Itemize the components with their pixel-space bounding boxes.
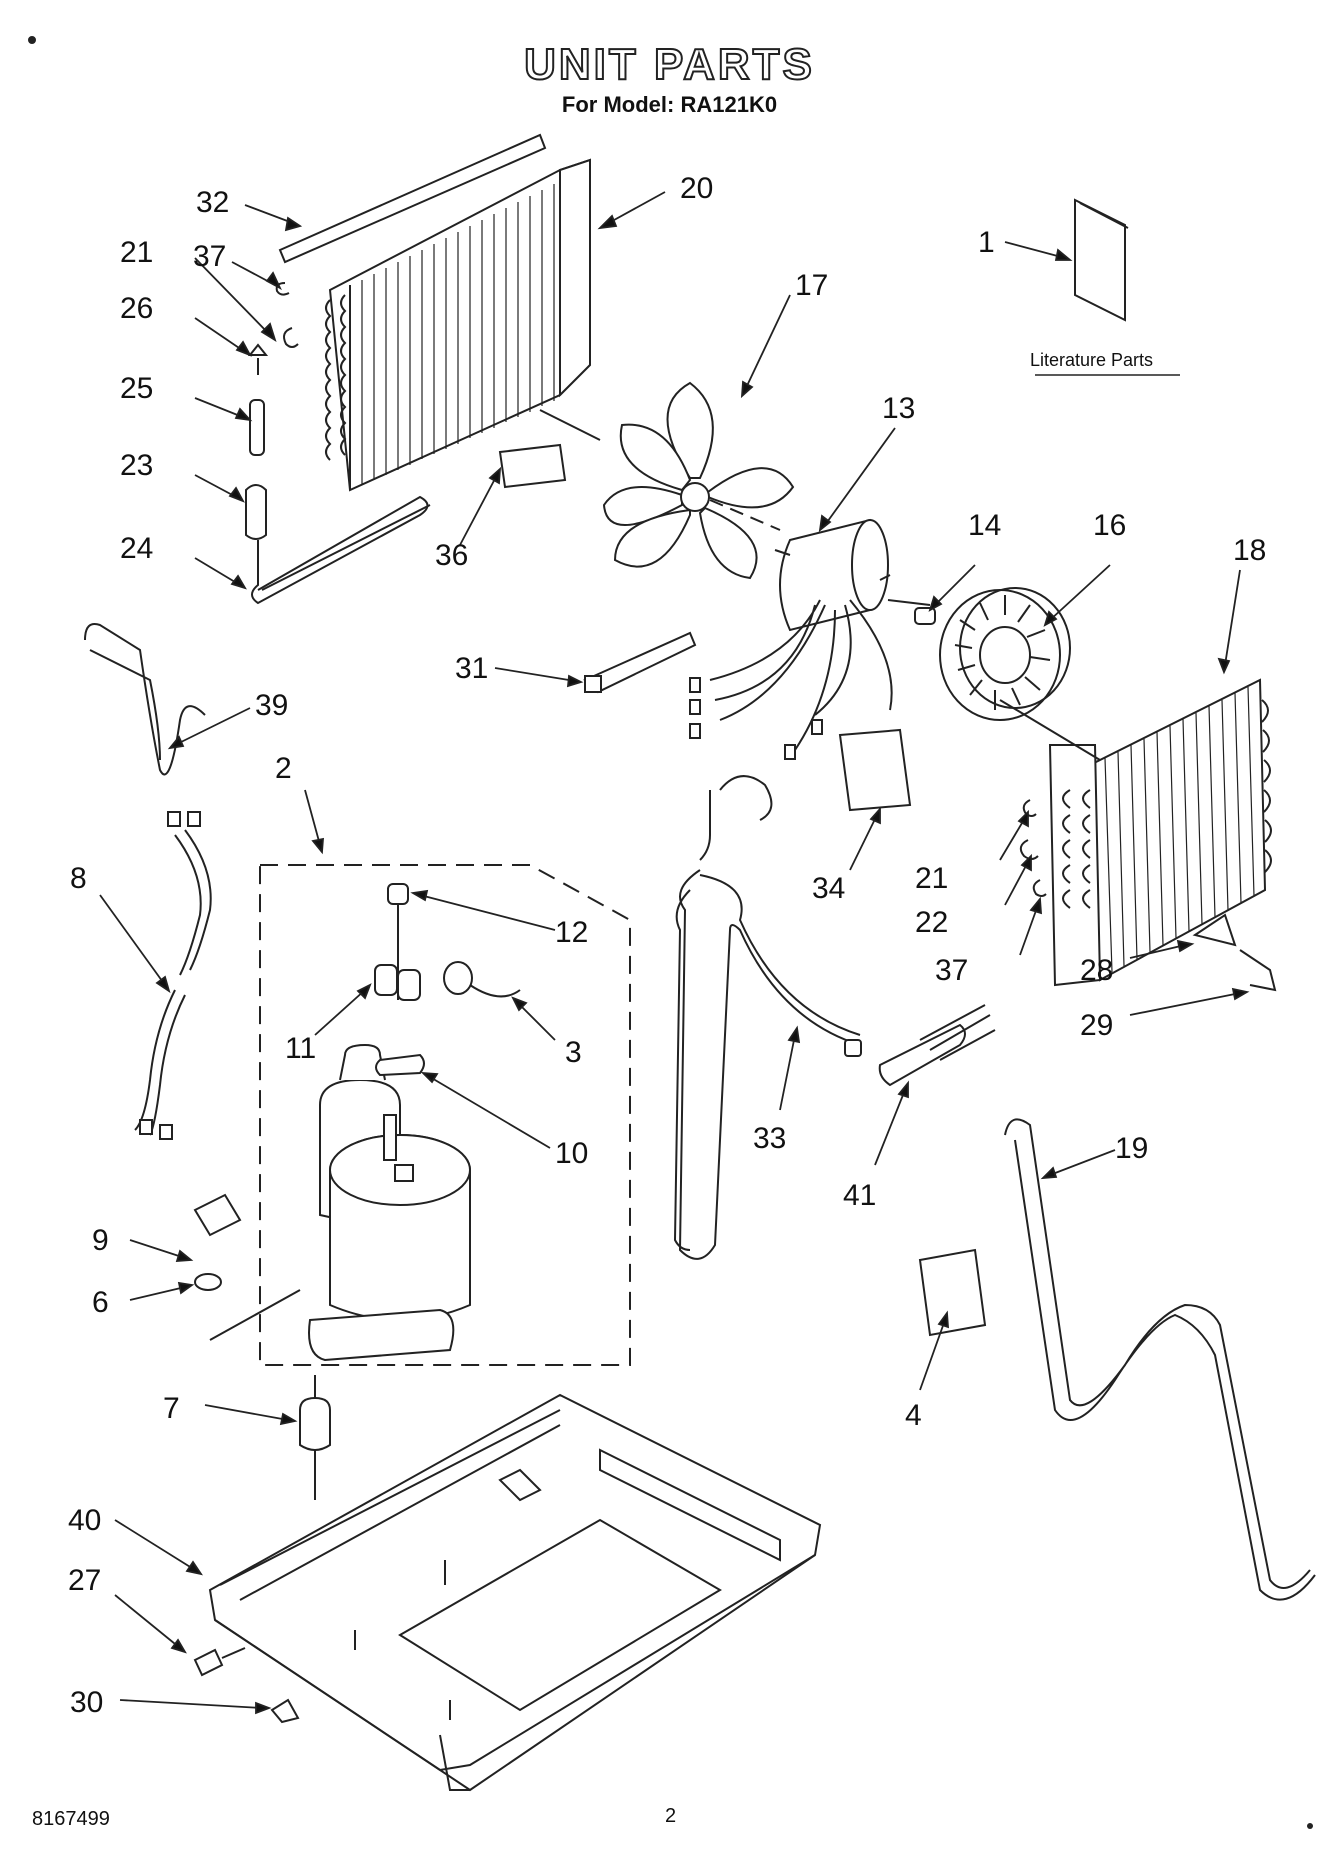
- callout-3: 3: [565, 1036, 582, 1069]
- callout-16: 16: [1093, 509, 1126, 542]
- process-tube: [249, 399, 265, 456]
- model-subtitle: For Model: RA121K0: [561, 92, 778, 117]
- callout-labels: 32 20 21 37 26 25 23 24 17 13 1 14 16 18…: [32, 172, 1313, 1830]
- hex-nut: [914, 607, 936, 625]
- callout-37: 37: [193, 240, 226, 273]
- bracket-28: [1192, 913, 1237, 947]
- leader-lines: [99, 191, 1250, 1715]
- foam-block: [498, 443, 567, 489]
- callout-4: 4: [905, 1399, 922, 1432]
- callout-8: 8: [70, 862, 87, 895]
- callout-20: 20: [680, 172, 713, 205]
- callout-33: 33: [753, 1122, 786, 1155]
- washer: [194, 1273, 222, 1291]
- callout-34: 34: [812, 872, 845, 905]
- distributor-tube: [878, 1023, 966, 1087]
- clip-9: [193, 1193, 242, 1237]
- callout-36: 36: [435, 539, 468, 572]
- terminal-plate: [375, 1053, 425, 1077]
- filter-pad-small: [918, 1248, 987, 1337]
- callout-17: 17: [795, 269, 828, 302]
- clip-37-right: [1032, 879, 1047, 897]
- callout-30: 30: [70, 1686, 103, 1719]
- callout-14: 14: [968, 509, 1001, 542]
- callout-25: 25: [120, 372, 153, 405]
- grommet-nut: [387, 883, 409, 905]
- foam-strip: [278, 133, 547, 264]
- callout-7: 7: [163, 1392, 180, 1425]
- callout-39: 39: [255, 689, 288, 722]
- callout-12: 12: [555, 916, 588, 949]
- callout-37-right: 37: [935, 954, 968, 987]
- callout-24: 24: [120, 532, 153, 565]
- callout-28: 28: [1080, 954, 1113, 987]
- suction-tube: [673, 775, 861, 1260]
- wire-bracket: [84, 623, 206, 776]
- callout-18: 18: [1233, 534, 1266, 567]
- callout-23: 23: [120, 449, 153, 482]
- blower-wheel: [939, 587, 1071, 721]
- callout-41: 41: [843, 1179, 876, 1212]
- fan-motor: [689, 518, 931, 760]
- clip-21-top: [283, 327, 299, 348]
- callout-10: 10: [555, 1137, 588, 1170]
- base-pan: [208, 1393, 822, 1792]
- callout-11: 11: [285, 1032, 316, 1065]
- tube-fitting: [245, 484, 267, 540]
- corner-mark-bottom: [1307, 1823, 1313, 1829]
- callout-21: 21: [120, 236, 153, 269]
- clip-37-top: [275, 282, 290, 296]
- mounting-grommet: [299, 1396, 331, 1451]
- condenser-coil: [325, 158, 601, 492]
- callout-21-right: 21: [915, 862, 948, 895]
- compressor-assembly-box: [259, 864, 631, 1366]
- callout-40: 40: [68, 1504, 101, 1537]
- literature-booklet: [1074, 198, 1126, 322]
- wire-harness: [134, 829, 212, 1136]
- corner-mark: [28, 36, 36, 44]
- compressor: [308, 1043, 471, 1362]
- callout-32: 32: [196, 186, 229, 219]
- callout-2: 2: [275, 752, 292, 785]
- overload-part: [374, 964, 398, 996]
- callout-1: 1: [978, 226, 995, 259]
- literature-parts-label: Literature Parts: [1030, 350, 1153, 370]
- mounting-screw: [193, 1648, 224, 1677]
- callout-22: 22: [915, 906, 948, 939]
- retainer-clip: [270, 1698, 300, 1724]
- callout-6: 6: [92, 1286, 109, 1319]
- callout-19: 19: [1115, 1132, 1148, 1165]
- page-number: 2: [665, 1805, 676, 1827]
- valve-cap: [247, 343, 269, 356]
- callout-13: 13: [882, 392, 915, 425]
- discharge-tube: [1004, 1118, 1316, 1601]
- evaporator-coil: [999, 678, 1272, 987]
- filter-pad: [838, 728, 912, 812]
- callout-27: 27: [68, 1564, 101, 1597]
- capillary-tube: [251, 495, 429, 605]
- callout-26: 26: [120, 292, 153, 325]
- page-title: UNIT PARTS: [523, 39, 815, 90]
- condenser-fan-blade: [602, 381, 795, 580]
- callout-31: 31: [455, 652, 488, 685]
- screw-29: [1239, 949, 1277, 992]
- callout-9: 9: [92, 1224, 109, 1257]
- document-number: 8167499: [32, 1808, 110, 1830]
- clip-22: [1019, 839, 1039, 860]
- callout-29: 29: [1080, 1009, 1113, 1042]
- thermistor: [443, 961, 473, 995]
